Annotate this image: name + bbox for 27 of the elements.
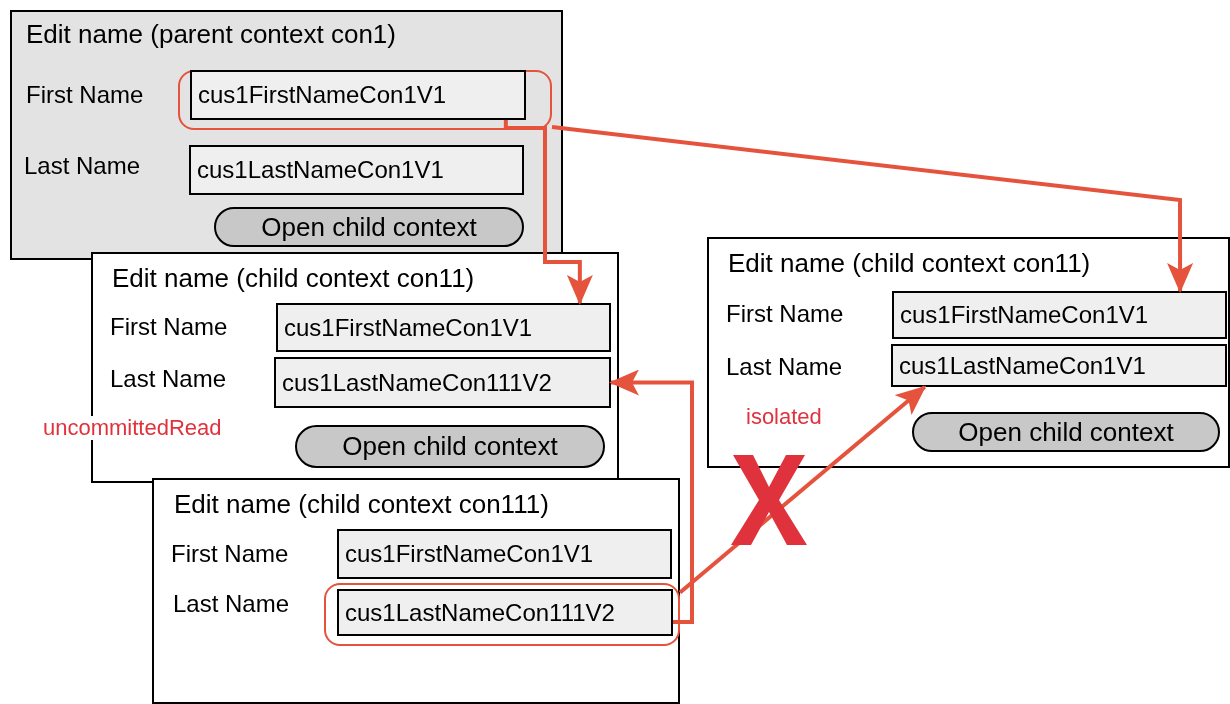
text-field: cus1FirstNameCon1V1 (190, 70, 526, 120)
text-field: cus1FirstNameCon1V1 (337, 529, 672, 579)
panel-title: Edit name (child context con11) (728, 249, 1091, 278)
field-label: First Name (26, 82, 144, 109)
open-context-button: Open child context (295, 425, 605, 468)
field-label: Last Name (24, 153, 141, 180)
field-label: First Name (110, 314, 228, 341)
text-field: cus1LastNameCon1V1 (891, 344, 1227, 387)
note-text: uncommittedRead (43, 416, 222, 441)
field-label: First Name (171, 541, 289, 568)
dialog-panel (152, 478, 680, 704)
dialog-panel (707, 237, 1230, 468)
open-context-button: Open child context (214, 207, 524, 247)
text-field: cus1FirstNameCon1V1 (276, 303, 611, 352)
panel-title: Edit name (parent context con1) (26, 20, 396, 49)
field-label: First Name (726, 301, 844, 328)
field-label: Last Name (173, 591, 290, 618)
field-label: Last Name (110, 366, 227, 393)
panel-title: Edit name (child context con111) (174, 490, 549, 519)
dialog-panel (10, 10, 563, 260)
text-field: cus1LastNameCon111V2 (337, 589, 673, 636)
field-label: Last Name (726, 354, 843, 381)
text-field: cus1LastNameCon1V1 (189, 145, 524, 195)
open-context-button: Open child context (912, 412, 1220, 452)
text-field: cus1FirstNameCon1V1 (892, 291, 1227, 339)
text-field: cus1LastNameCon111V2 (274, 357, 611, 408)
panel-title: Edit name (child context con11) (112, 264, 475, 293)
